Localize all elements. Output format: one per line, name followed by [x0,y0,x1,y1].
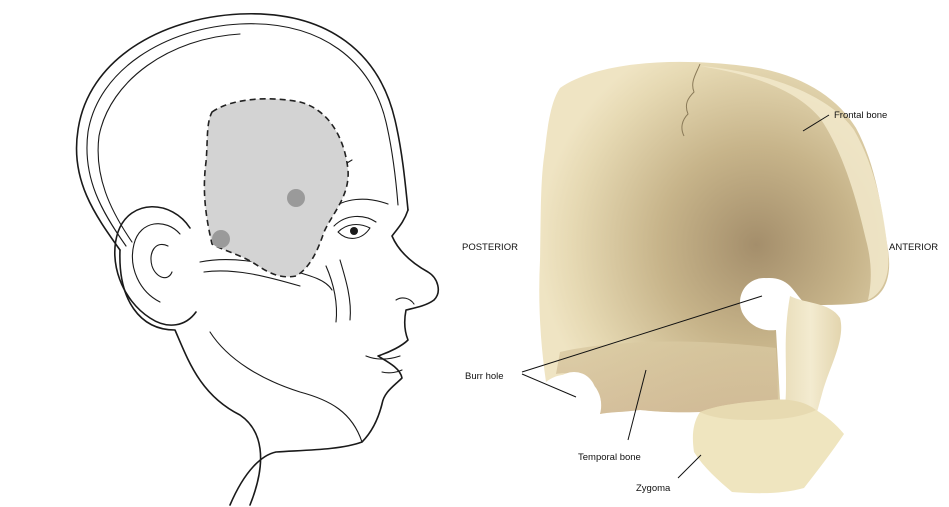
frontal-bone-label: Frontal bone [834,110,887,121]
ear-helix [151,244,172,277]
head-illustration [76,14,438,505]
cheek-line-2 [326,266,337,322]
zygoma-label: Zygoma [636,483,671,494]
eye-pupil [350,227,358,235]
anterior-label: ANTERIOR [889,242,938,253]
zygoma-leader [678,455,701,478]
burr-hole-upper [740,278,788,326]
burr-hole-marker-lower [212,230,230,248]
bone-flap-illustration [539,62,889,493]
neck-back-outline [120,250,261,505]
posterior-label: POSTERIOR [462,242,518,253]
ear-inner [132,224,180,302]
temporal-bone-label: Temporal bone [578,452,641,463]
burr-hole-lower [552,372,596,416]
nostril [396,298,414,304]
jaw-line [210,332,362,442]
mouth [366,356,400,359]
craniotomy-region [204,99,348,277]
cheek-line [340,260,350,320]
burr-hole-marker-upper [287,189,305,207]
ear-outer [115,207,196,325]
burr-hole-label: Burr hole [465,371,504,382]
